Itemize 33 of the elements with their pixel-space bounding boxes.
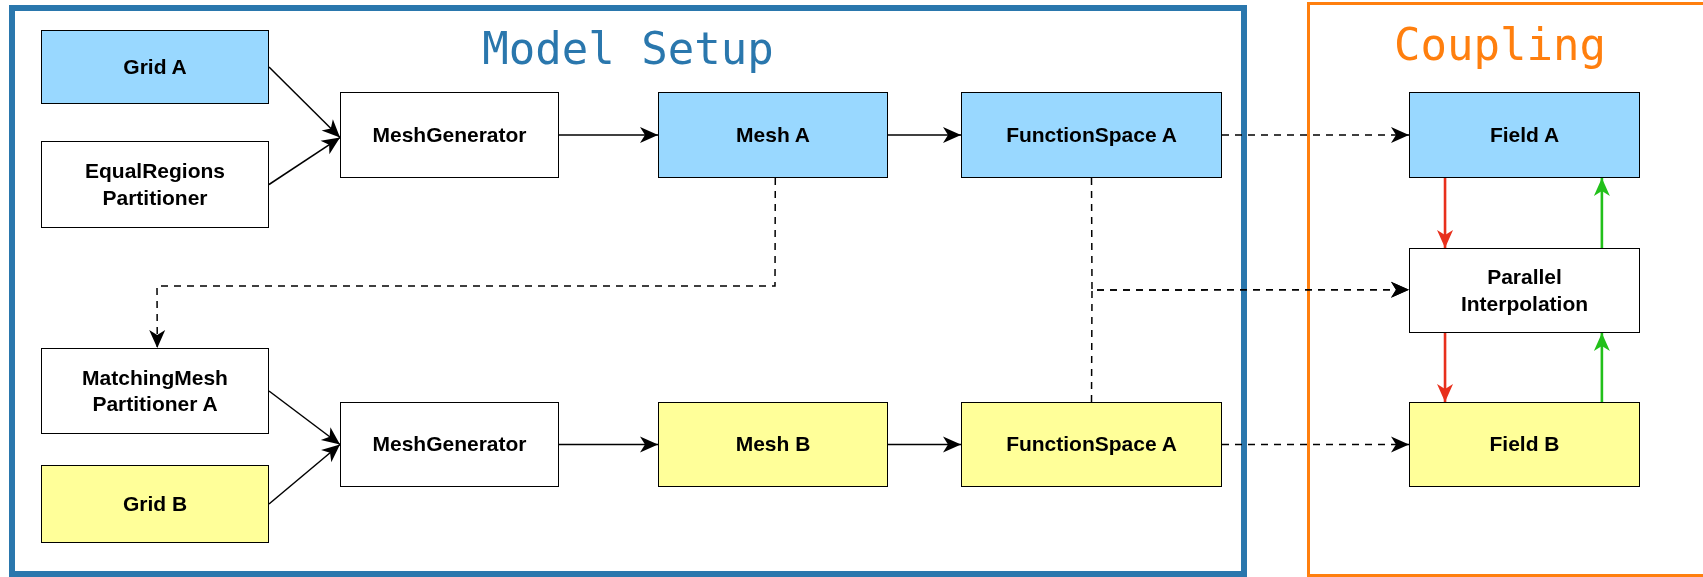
arrow <box>1593 178 1610 248</box>
process-box: Grid B <box>41 465 269 543</box>
process-box: Mesh B <box>658 402 888 487</box>
arrow <box>1221 436 1410 453</box>
process-box: Mesh A <box>658 92 888 178</box>
process-box: Field B <box>1409 402 1640 487</box>
arrow <box>1090 281 1410 403</box>
arrow <box>558 436 659 453</box>
process-box: Field A <box>1409 92 1640 178</box>
group-title: Coupling <box>1394 19 1606 70</box>
process-box: MatchingMesh Partitioner A <box>41 348 269 434</box>
arrow <box>1593 333 1610 402</box>
process-box: Grid A <box>41 30 269 104</box>
arrow <box>268 136 341 186</box>
arrow <box>268 443 341 505</box>
process-box: MeshGenerator <box>340 402 559 487</box>
group-frame <box>1307 2 1703 577</box>
process-box: FunctionSpace A <box>961 402 1222 487</box>
arrow <box>149 177 777 349</box>
group-frame <box>9 5 1247 577</box>
arrow <box>558 127 659 143</box>
arrow <box>1221 127 1410 143</box>
process-box: FunctionSpace A <box>961 92 1222 178</box>
process-box: EqualRegions Partitioner <box>41 141 269 228</box>
arrow <box>1437 178 1454 248</box>
arrow <box>1437 333 1454 402</box>
arrow <box>268 66 341 139</box>
process-box: Parallel Interpolation <box>1409 248 1640 333</box>
group-title: Model Setup <box>482 23 774 74</box>
arrow <box>887 127 962 143</box>
arrow <box>268 390 341 446</box>
arrow <box>887 436 962 453</box>
process-box: MeshGenerator <box>340 92 559 178</box>
